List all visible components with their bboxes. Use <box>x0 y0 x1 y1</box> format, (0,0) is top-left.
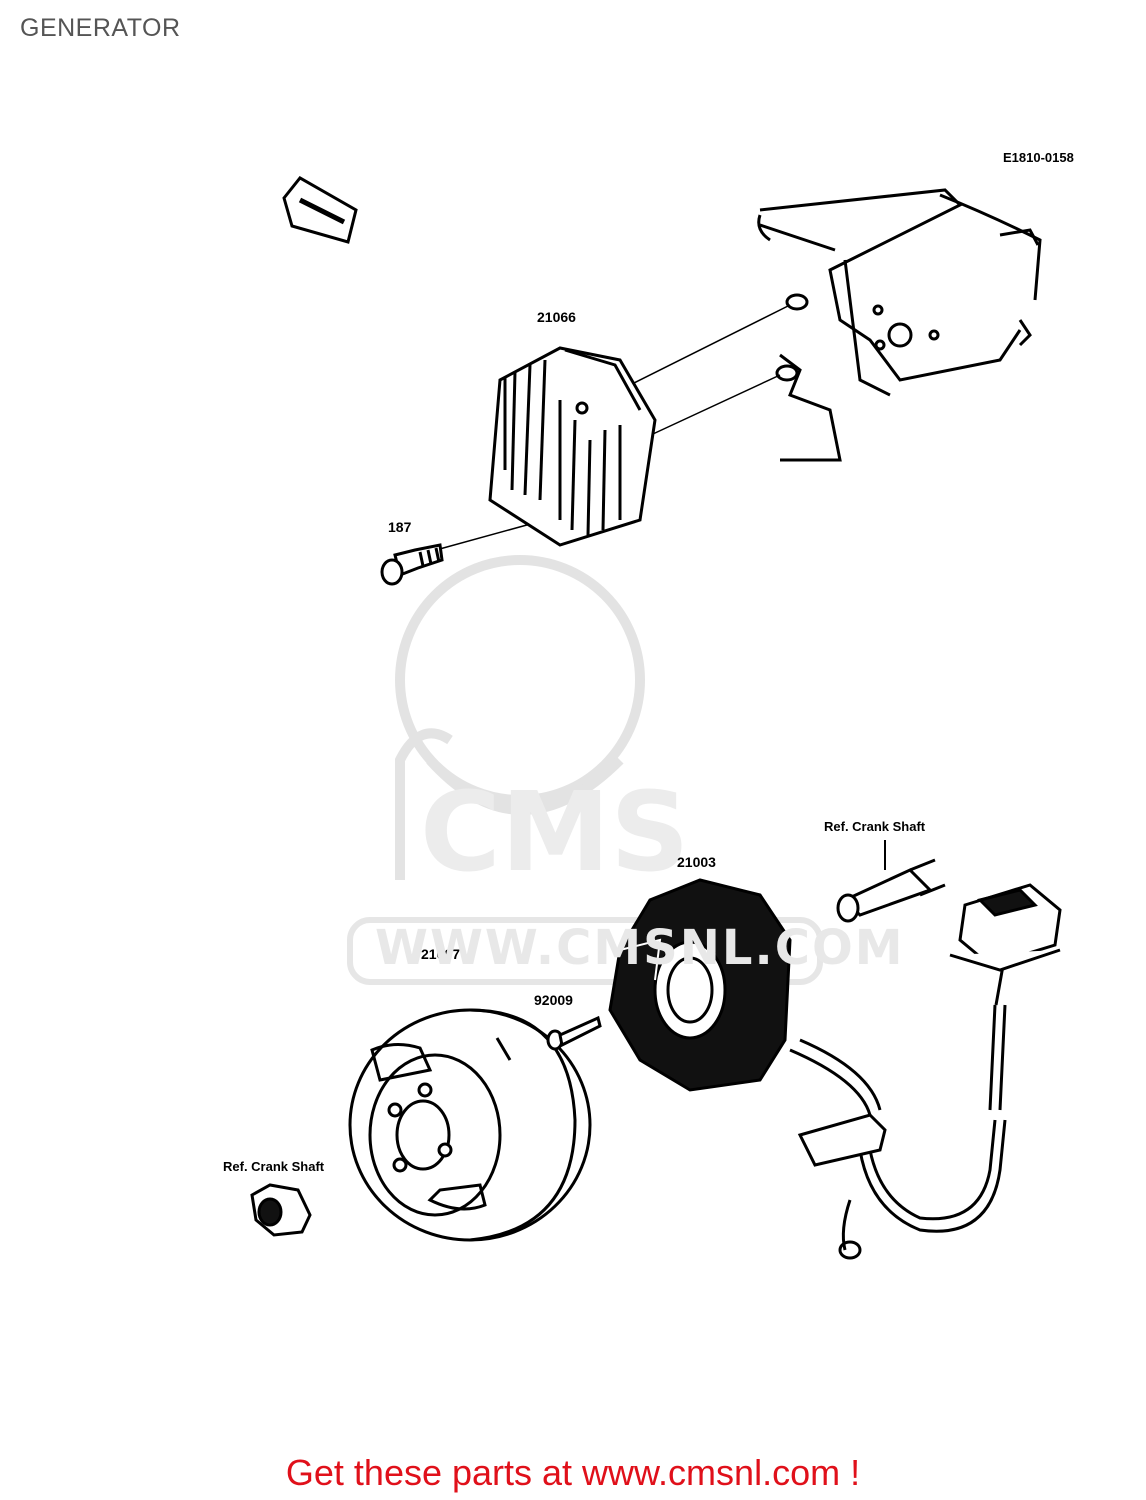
watermark-banner <box>347 917 823 985</box>
front-arrow-icon <box>282 176 358 244</box>
part-label-21003: 21003 <box>677 854 716 870</box>
reference-label-upper: Ref. Crank Shaft <box>824 819 926 834</box>
part-label-21007: 21007 <box>421 946 460 962</box>
regulator-rectifier-part <box>488 346 657 547</box>
reference-label-lower: Ref. Crank Shaft <box>223 1159 325 1174</box>
stator-part <box>608 878 792 1092</box>
flywheel-nut-part <box>250 1183 312 1237</box>
watermark-text: WWW.CMSNL.COM <box>375 920 905 976</box>
part-label-187: 187 <box>388 519 412 535</box>
watermark-logo: CMS <box>395 555 689 896</box>
harness-coupler <box>797 1113 887 1167</box>
screw-92009-part <box>546 1015 602 1051</box>
page-title: GENERATOR <box>20 14 181 42</box>
diagram-id: E1810-0158 <box>1003 150 1074 165</box>
part-label-92009: 92009 <box>534 992 573 1008</box>
part-label-21066: 21066 <box>537 309 576 325</box>
connector-block <box>949 883 1062 972</box>
frame-part <box>757 188 1042 462</box>
get-parts-link[interactable]: Get these parts at www.cmsnl.com ! <box>285 1452 861 1493</box>
svg-text:CMS: CMS <box>420 768 689 896</box>
crank-shaft-reference-upper <box>836 840 946 923</box>
flywheel-rotor-part <box>348 1008 592 1242</box>
bolt-187-part <box>380 543 444 586</box>
stator-wiring-harness <box>789 934 1007 1260</box>
